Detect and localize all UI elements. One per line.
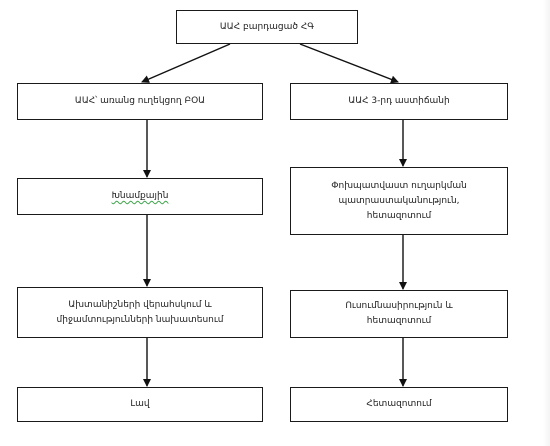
node-left-2-label: Խնամքային xyxy=(111,191,169,201)
node-right-2-line-3: հետազոտում xyxy=(366,210,432,221)
node-right-2-line-2: պատրաստականություն, xyxy=(338,195,460,206)
node-right-1-label: ԱԱՀ 3-րդ աստիճանի xyxy=(348,96,450,106)
node-left-1: ԱԱՀ՝ առանց ուղեկցող ԲՕԱ xyxy=(17,83,263,120)
arrow-top-to-right-1 xyxy=(299,43,399,84)
node-right-3: Ուսումնասիրություն և հետազոտում xyxy=(290,290,508,338)
node-top-label: ԱԱՀ բարդացած ՀԳ xyxy=(219,21,315,32)
node-left-3: Ախտանիշների վերահսկում և միջամտություննե… xyxy=(17,287,263,338)
node-right-1: ԱԱՀ 3-րդ աստիճանի xyxy=(290,83,508,120)
node-left-4: Լավ xyxy=(17,387,263,422)
edge-artifact xyxy=(543,0,550,446)
node-right-2: Փոխպատվաստ ուղարկման պատրաստականություն,… xyxy=(290,167,508,235)
arrow-top-to-left-1 xyxy=(141,43,231,83)
node-left-3-line-2: միջամտությունների նախատեսում xyxy=(56,314,224,325)
node-right-2-line-1: Փոխպատվաստ ուղարկման xyxy=(331,180,467,191)
node-right-3-line-1: Ուսումնասիրություն և xyxy=(345,301,453,311)
node-right-4-label: Հետազոտում xyxy=(366,399,432,409)
node-right-3-line-2: հետազոտում xyxy=(366,316,432,326)
node-left-4-label: Լավ xyxy=(130,399,150,409)
node-right-4: Հետազոտում xyxy=(290,387,508,422)
node-left-1-label: ԱԱՀ՝ առանց ուղեկցող ԲՕԱ xyxy=(74,96,206,106)
node-left-2: Խնամքային xyxy=(17,178,263,215)
node-top: ԱԱՀ բարդացած ՀԳ xyxy=(176,10,358,44)
node-left-3-line-1: Ախտանիշների վերահսկում և xyxy=(68,299,212,310)
